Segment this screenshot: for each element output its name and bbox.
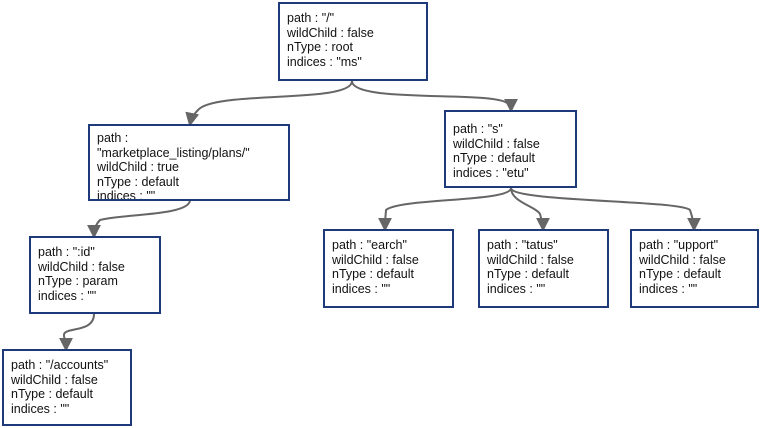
node-marketplace-path-value: "marketplace_listing/plans/" [97, 145, 250, 160]
node-root-path: path : "/" [287, 11, 335, 25]
edge-s-to-tatus [510, 187, 550, 232]
node-accounts-wildchild: wildChild : false [11, 372, 98, 387]
node-marketplace-ntype: nType : default [97, 174, 180, 189]
node-upport-path: path : "upport" [639, 238, 719, 252]
node-id-path: path : ":id" [38, 245, 95, 259]
node-earch: path : "earch" wildChild : false nType :… [323, 229, 454, 308]
node-upport-ntype: nType : default [639, 267, 722, 282]
node-id-wildchild: wildChild : false [38, 259, 125, 274]
node-s-wildchild: wildChild : false [453, 136, 540, 151]
edge-root-to-marketplace [185, 80, 353, 127]
node-id-ntype: nType : param [38, 274, 118, 289]
node-s-path: path : "s" [453, 122, 503, 136]
node-s-ntype: nType : default [453, 151, 536, 166]
node-tatus: path : "tatus" wildChild : false nType :… [478, 229, 609, 308]
node-id-indices: indices : "" [38, 288, 97, 303]
node-accounts-path: path : "/accounts" [11, 358, 109, 372]
edge-s-to-upport [510, 187, 701, 232]
node-earch-ntype: nType : default [332, 267, 415, 282]
edge-id-to-accounts [58, 313, 95, 352]
node-accounts: path : "/accounts" wildChild : false nTy… [2, 349, 132, 426]
node-marketplace-path-key: path : [97, 131, 129, 145]
node-tatus-wildchild: wildChild : false [487, 252, 574, 267]
edge-s-to-earch [378, 187, 512, 232]
node-s: path : "s" wildChild : false nType : def… [444, 110, 577, 188]
node-root-wildchild: wildChild : false [287, 25, 374, 40]
node-tatus-ntype: nType : default [487, 267, 570, 282]
node-earch-wildchild: wildChild : false [332, 252, 419, 267]
node-marketplace-indices: indices : "" [97, 189, 156, 201]
node-accounts-indices: indices : "" [11, 401, 70, 416]
node-tatus-path: path : "tatus" [487, 238, 558, 252]
node-marketplace-wildchild: wildChild : true [97, 160, 179, 175]
node-earch-indices: indices : "" [332, 281, 391, 296]
node-upport-wildchild: wildChild : false [639, 252, 726, 267]
node-earch-path: path : "earch" [332, 238, 407, 252]
node-tatus-indices: indices : "" [487, 281, 546, 296]
node-id: path : ":id" wildChild : false nType : p… [29, 236, 161, 314]
node-marketplace-listing-plans: path : "marketplace_listing/plans/" wild… [88, 124, 290, 201]
node-accounts-ntype: nType : default [11, 387, 94, 402]
node-root-indices: indices : "ms" [287, 54, 362, 69]
node-upport: path : "upport" wildChild : false nType … [630, 229, 759, 308]
node-root-ntype: nType : root [287, 40, 354, 55]
edge-root-to-s [351, 80, 518, 113]
edge-marketplace-to-id [87, 199, 191, 239]
node-s-indices: indices : "etu" [453, 165, 529, 180]
node-upport-indices: indices : "" [639, 281, 698, 296]
node-root: path : "/" wildChild : false nType : roo… [278, 2, 428, 81]
